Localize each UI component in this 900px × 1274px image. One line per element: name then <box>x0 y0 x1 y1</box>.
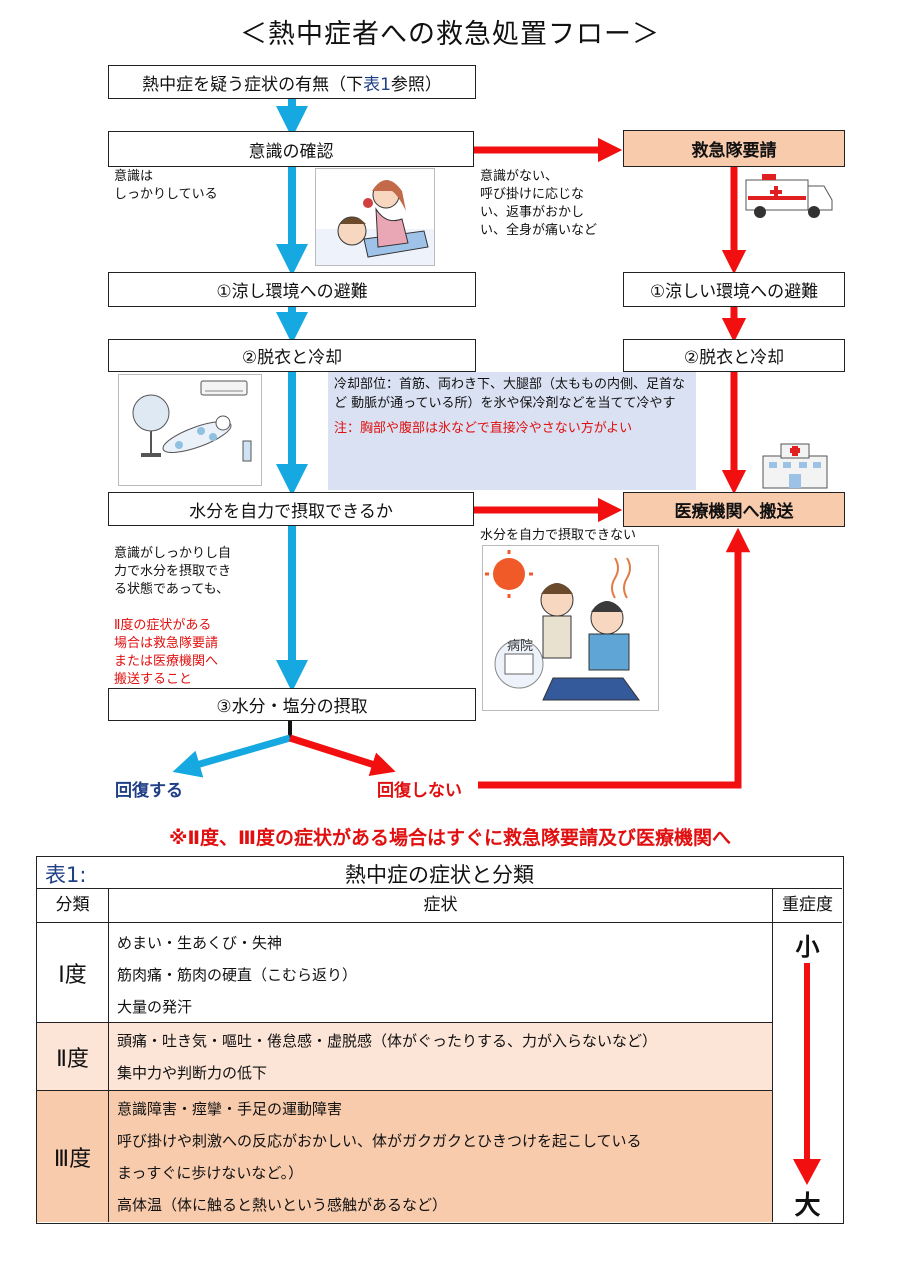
cooling-instructions: 冷却部位：首筋、両わき下、大腿部（太ももの内側、足首など 動脈が通っている所）を… <box>334 377 686 411</box>
heatstroke-illustration: 病院 <box>482 545 659 711</box>
arrow-red-return <box>478 527 751 789</box>
arrow-blue-recover <box>172 734 291 778</box>
cooling-illustration <box>118 374 262 486</box>
severity-column: 小 大 <box>773 923 842 1222</box>
ambulance-icon <box>742 170 834 222</box>
table-ref: 表1 <box>363 74 391 95</box>
row-class-2: Ⅱ度 <box>37 1023 109 1091</box>
cannot-hydrate-note: 水分を自力で摂取できない <box>480 528 637 543</box>
severity-large: 大 <box>794 1191 821 1221</box>
symptom-item: 意識障害・痙攣・手足の運動障害 <box>117 1100 343 1118</box>
evacuate-cool-box-right: ①涼しい環境への避難 <box>623 272 845 307</box>
row-symptoms-3: 意識障害・痙攣・手足の運動障害 呼び掛けや刺激への反応がおかしい、体がガクガクと… <box>109 1091 773 1222</box>
can-hydrate-warning: Ⅱ度の症状がある 場合は救急隊要請 または医療機関へ 搬送すること <box>114 618 219 687</box>
symptom-item: 呼び掛けや刺激への反応がおかしい、体がガクガクとひきつけを起こしている <box>117 1132 642 1150</box>
hospital-sign: 病院 <box>507 639 533 654</box>
header-severity: 重症度 <box>773 889 842 923</box>
consciousness-check-box: 意識の確認 <box>108 131 474 167</box>
symptom-item: 筋肉痛・筋肉の硬直（こむら返り） <box>117 966 358 984</box>
row-class-3: Ⅲ度 <box>37 1091 109 1222</box>
symptom-classification-table: 表1: 熱中症の症状と分類 分類 症状 重症度 Ⅰ度 めまい・生あくび・失神 筋… <box>36 856 844 1224</box>
symptom-item: 高体温（体に触ると熱いという感触があるなど） <box>117 1196 448 1214</box>
table-title: 熱中症の症状と分類 <box>345 863 534 887</box>
transport-hospital-box: 医療機関へ搬送 <box>623 492 845 527</box>
hospital-icon <box>755 440 835 490</box>
page-title: ＜熱中症者への救急処置フロー＞ <box>240 19 660 50</box>
not-recover-label: 回復しない <box>377 781 462 801</box>
undress-cool-box-right: ②脱衣と冷却 <box>623 339 845 372</box>
symptom-item: めまい・生あくび・失神 <box>117 934 283 952</box>
water-salt-box: ③水分・塩分の摂取 <box>108 688 476 721</box>
symptom-item: 大量の発汗 <box>117 998 193 1016</box>
table-title-row: 表1: 熱中症の症状と分類 <box>37 857 842 889</box>
row-symptoms-2: 頭痛・吐き気・嘔吐・倦怠感・虚脱感（体がぐったりする、力が入らないなど） 集中力… <box>109 1023 773 1091</box>
unconscious-note: 意識がない、 呼び掛けに応じな い、返事がおかし い、全身が痛いなど <box>480 169 598 238</box>
symptom-item: 頭痛・吐き気・嘔吐・倦怠感・虚脱感（体がぐったりする、力が入らないなど） <box>117 1032 658 1050</box>
row-class-1: Ⅰ度 <box>37 923 109 1023</box>
cooling-note: 冷却部位：首筋、両わき下、大腿部（太ももの内側、足首など 動脈が通っている所）を… <box>328 372 696 490</box>
call-ambulance-box: 救急隊要請 <box>623 130 845 167</box>
header-symptoms: 症状 <box>109 889 773 923</box>
header-class: 分類 <box>37 889 109 923</box>
symptom-item: まっすぐに歩けないなど。） <box>117 1164 304 1182</box>
recovers-label: 回復する <box>115 781 183 801</box>
cooling-warning: 注：胸部や腹部は氷などで直接冷やさない方がよい <box>334 421 633 436</box>
consciousness-check-illustration <box>315 168 435 266</box>
warning-banner: ※Ⅱ度、Ⅲ度の症状がある場合はすぐに救急隊要請及び医療機関へ <box>169 827 731 849</box>
undress-cool-box-left: ②脱衣と冷却 <box>108 339 476 372</box>
can-hydrate-note: 意識がしっかりし自 力で水分を摂取でき る状態であっても、 Ⅱ度の症状がある 場… <box>114 546 232 687</box>
row-symptoms-1: めまい・生あくび・失神 筋肉痛・筋肉の硬直（こむら返り） 大量の発汗 <box>109 923 773 1023</box>
symptom-item: 集中力や判断力の低下 <box>117 1064 268 1082</box>
severity-arrow <box>793 963 821 1185</box>
evacuate-cool-box-left: ①涼し環境への避難 <box>108 272 476 307</box>
severity-small: 小 <box>795 933 820 961</box>
table-label: 表1: <box>45 863 87 887</box>
flow-arrows <box>172 99 751 789</box>
hydration-check-box: 水分を自力で摂取できるか <box>108 492 474 526</box>
arrow-red-notrecover <box>288 734 396 776</box>
conscious-note: 意識は しっかりしている <box>114 169 218 202</box>
